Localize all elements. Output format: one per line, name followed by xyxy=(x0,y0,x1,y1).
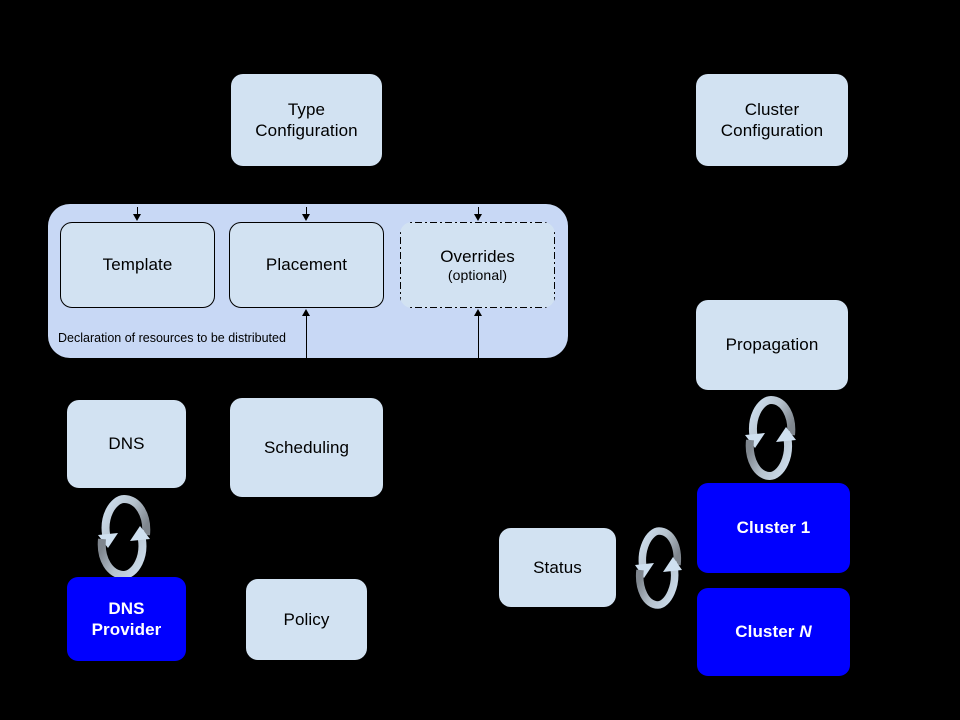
node-status-label: Status xyxy=(533,557,582,577)
node-dns-label: DNS xyxy=(108,434,145,454)
sync-cycle-icon-dns xyxy=(88,495,160,579)
node-dns-provider[interactable]: DNS Provider xyxy=(67,577,186,661)
connector-to-overrides xyxy=(478,207,479,218)
sync-cycle-icon-status xyxy=(629,527,689,609)
connector-to-placement xyxy=(306,207,307,218)
node-cluster-n-label: Cluster N xyxy=(735,621,811,642)
node-cluster-1[interactable]: Cluster 1 xyxy=(697,483,850,573)
node-cluster-1-suffix: 1 xyxy=(800,518,811,538)
arrow-down-icon-template xyxy=(133,214,141,221)
node-cluster-n[interactable]: Cluster N xyxy=(697,588,850,676)
node-overrides[interactable]: Overrides (optional) xyxy=(400,222,555,308)
node-cluster-1-prefix: Cluster xyxy=(736,518,801,538)
node-propagation-label: Propagation xyxy=(725,335,819,355)
node-cluster-configuration-line2: Configuration xyxy=(720,121,824,140)
declaration-group-caption: Declaration of resources to be distribut… xyxy=(58,331,286,345)
arrow-down-icon-overrides xyxy=(474,214,482,221)
node-template[interactable]: Template xyxy=(60,222,215,308)
arrow-up-icon-overrides xyxy=(474,309,482,316)
connector-policy-to-overrides xyxy=(478,315,479,358)
node-placement[interactable]: Placement xyxy=(229,222,384,308)
node-overrides-label: Overrides (optional) xyxy=(440,246,515,285)
arrow-up-icon-placement xyxy=(302,309,310,316)
connector-scheduling-to-placement xyxy=(306,315,307,358)
node-dns-provider-line2: Provider xyxy=(91,620,162,639)
node-cluster-1-label: Cluster 1 xyxy=(737,517,811,538)
node-cluster-configuration-line1: Cluster xyxy=(744,99,800,119)
node-dns-provider-line1: DNS xyxy=(108,598,145,618)
sync-cycle-icon-propagation xyxy=(738,396,804,480)
node-scheduling-label: Scheduling xyxy=(263,437,350,457)
node-propagation[interactable]: Propagation xyxy=(696,300,848,390)
node-policy[interactable]: Policy xyxy=(246,579,367,660)
node-placement-label: Placement xyxy=(265,255,348,275)
arrow-down-icon-placement xyxy=(302,214,310,221)
node-type-configuration-label: Type Configuration xyxy=(255,99,357,142)
node-type-configuration-line1: Type xyxy=(287,99,326,119)
node-dns-provider-label: DNS Provider xyxy=(92,598,162,641)
node-cluster-configuration[interactable]: Cluster Configuration xyxy=(696,74,848,166)
node-scheduling[interactable]: Scheduling xyxy=(230,398,383,497)
node-cluster-n-suffix: N xyxy=(799,622,812,642)
node-policy-label: Policy xyxy=(283,609,330,629)
node-type-configuration[interactable]: Type Configuration xyxy=(231,74,382,166)
node-status[interactable]: Status xyxy=(499,528,616,607)
node-cluster-configuration-label: Cluster Configuration xyxy=(721,99,823,142)
connector-to-template xyxy=(137,207,138,218)
node-overrides-sub: (optional) xyxy=(447,266,508,283)
node-overrides-title: Overrides xyxy=(440,246,515,266)
node-type-configuration-line2: Configuration xyxy=(255,121,358,140)
node-dns[interactable]: DNS xyxy=(67,400,186,488)
node-template-label: Template xyxy=(102,255,173,275)
node-cluster-n-prefix: Cluster xyxy=(735,622,800,642)
